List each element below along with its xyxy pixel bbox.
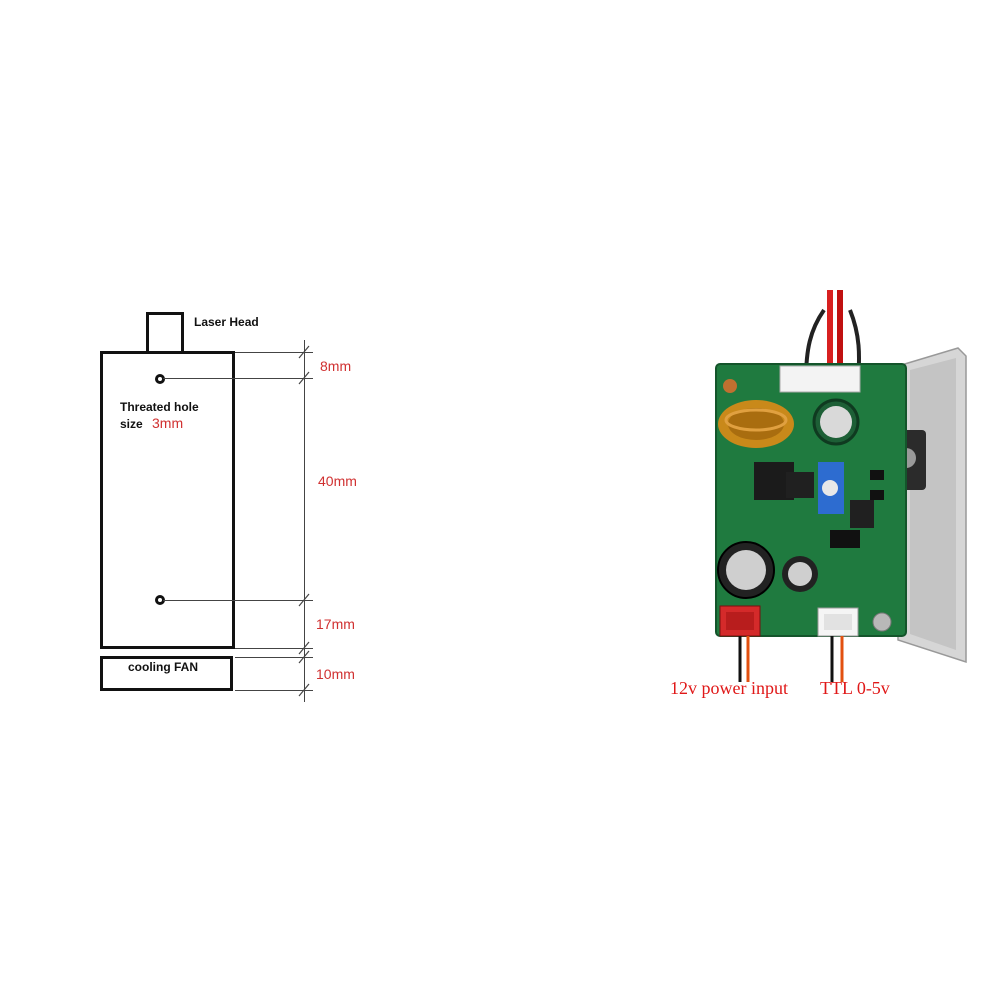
dim-mid-label: 40mm — [318, 473, 357, 489]
module-body — [100, 351, 235, 649]
ext-line-hole-top — [163, 378, 313, 379]
ttl-input-label: TTL 0-5v — [820, 678, 890, 698]
dim-fan-label: 10mm — [316, 666, 355, 682]
hole-label-line2: size — [120, 417, 143, 431]
hole-size-value: 3mm — [152, 415, 184, 431]
dim-bottom-label: 17mm — [316, 616, 355, 632]
cooling-fan-box — [100, 656, 233, 691]
ext-line-fan-bottom — [235, 690, 313, 691]
laser-head-box — [146, 312, 184, 354]
hole-label-line1: Threated hole — [120, 400, 199, 414]
dim-top-label: 8mm — [320, 358, 352, 374]
ext-line-body-bottom — [235, 648, 313, 649]
ext-line-hole-bottom — [163, 600, 313, 601]
power-input-label: 12v power input — [670, 678, 788, 698]
driver-board-illustration: 12V — [715, 290, 967, 682]
laser-head-label: Laser Head — [194, 315, 259, 329]
dimension-ticks — [298, 345, 310, 697]
fan-label: cooling FAN — [128, 660, 198, 674]
ext-line-fan-top — [235, 657, 313, 658]
dimension-axis — [304, 340, 305, 702]
ext-line-top — [235, 352, 313, 353]
mount-hole-top — [155, 374, 165, 384]
